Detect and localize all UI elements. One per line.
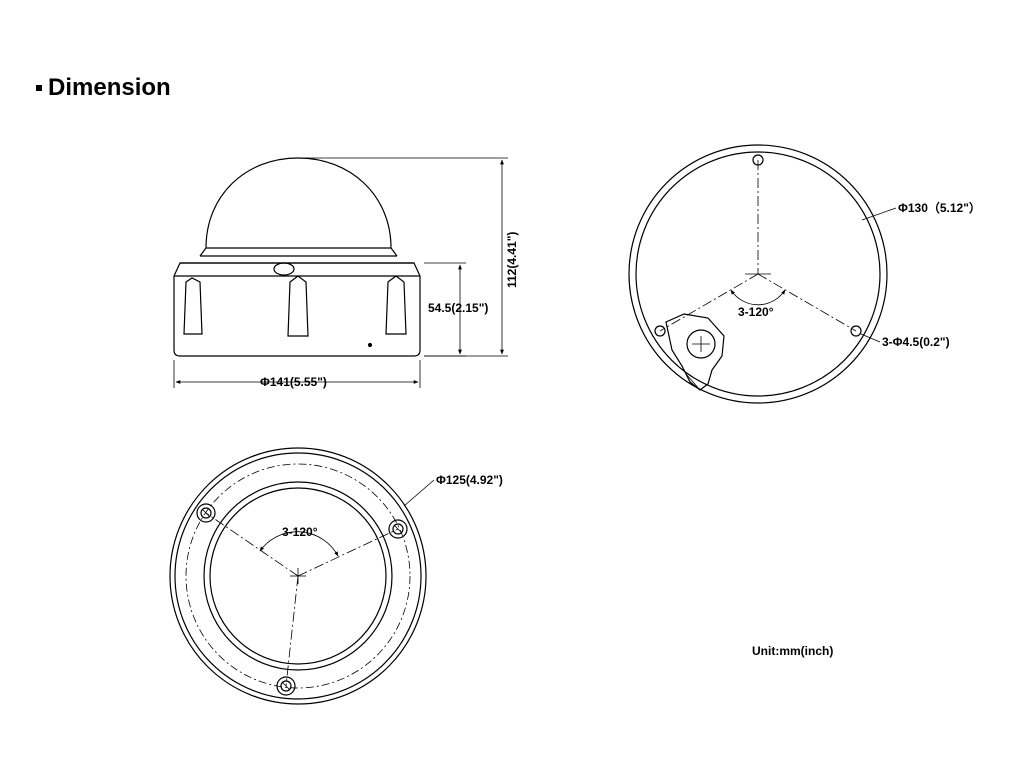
bottom-diameter-label: Φ125(4.92") [436,473,503,487]
rib-center [287,275,309,337]
plate-hole-label: 3-Φ4.5(0.2") [882,335,950,349]
screw-right [388,519,408,539]
width-label: Φ141(5.55") [260,375,327,389]
mount-hole-left [654,325,666,337]
dome-outline [205,157,392,249]
rib-right [385,275,407,335]
bottom-view [169,447,435,705]
total-height-label: 112(4.41") [505,232,519,288]
cable-knob [686,329,716,359]
plate-angle-label: 3-120° [738,305,774,319]
housing-outline [173,262,421,357]
base-plate [628,144,897,404]
screw-bottom [276,676,296,696]
page-title-text: Dimension [48,74,171,101]
mount-hole-right [850,325,862,337]
title-bullet [36,85,42,91]
top-knob [273,262,295,276]
side-view [173,157,508,388]
mount-hole-top [752,154,764,166]
base-height-label: 54.5(2.15") [428,301,488,315]
plate-diameter-label: Φ130（5.12"） [898,200,981,215]
rib-left [183,277,203,335]
bottom-angle-label: 3-120° [282,525,318,539]
screw-upper-left [196,503,216,523]
cable-bracket [665,313,725,391]
unit-label: Unit:mm(inch) [752,644,833,658]
page-title: Dimension [36,74,171,102]
